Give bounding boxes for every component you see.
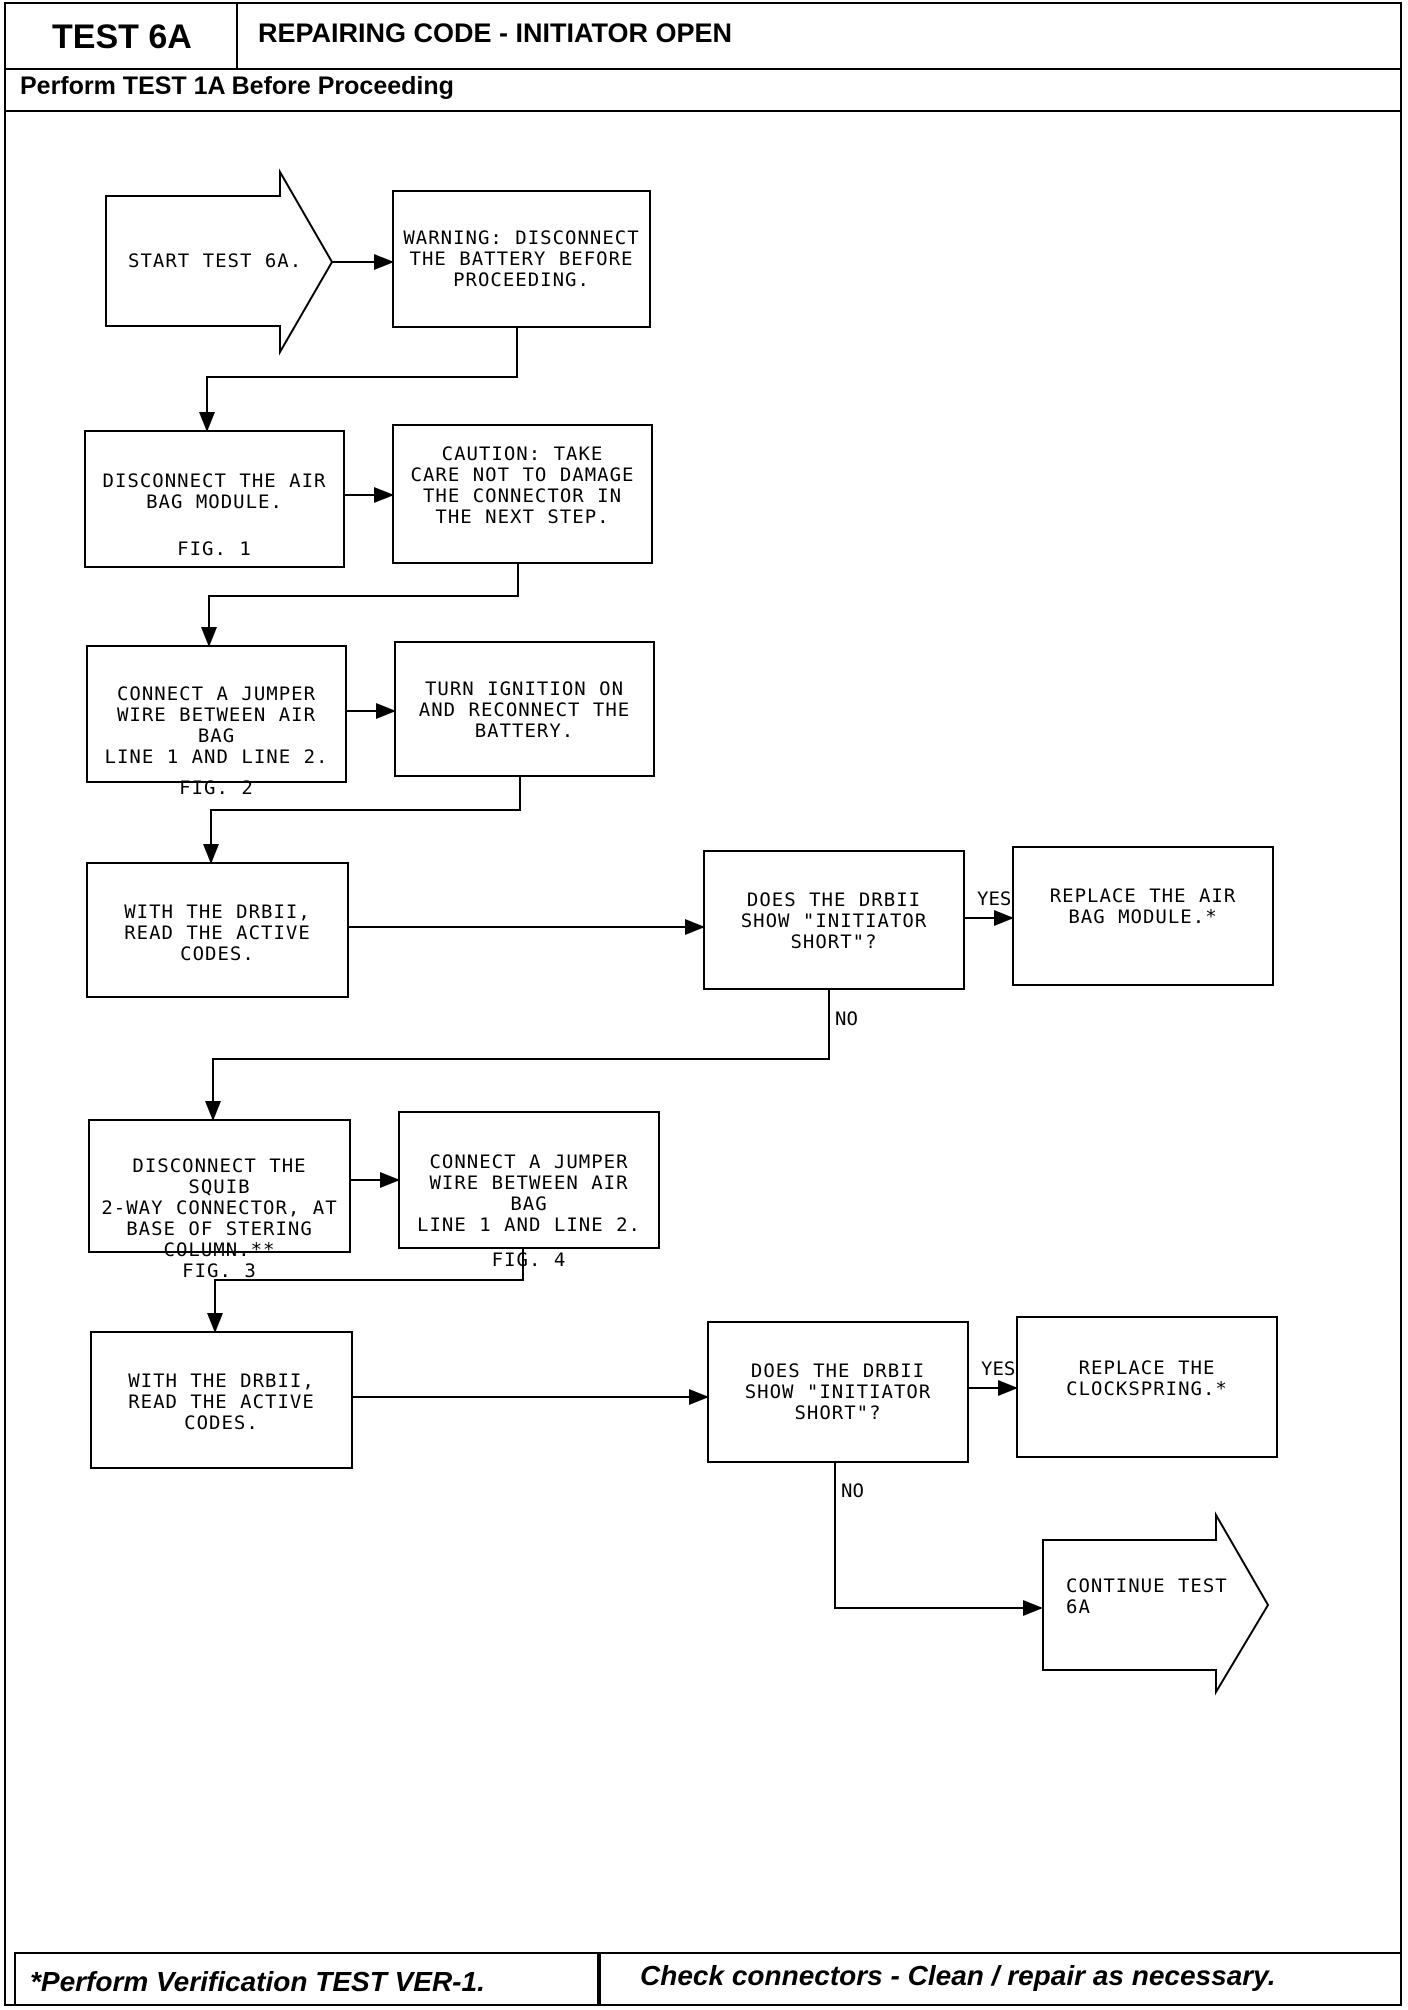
ignition-text: TURN IGNITION ON AND RECONNECT THE BATTE… <box>418 678 631 742</box>
read1-box: WITH THE DRBII, READ THE ACTIVE CODES. <box>86 862 349 998</box>
question1-text: DOES THE DRBII SHOW "INITIATOR SHORT"? <box>740 889 928 953</box>
read2-text: WITH THE DRBII, READ THE ACTIVE CODES. <box>128 1370 315 1434</box>
footer-row <box>14 1952 1402 2006</box>
replace-module-box: REPLACE THE AIR BAG MODULE.* <box>1012 846 1274 986</box>
jumper2-text: CONNECT A JUMPER WIRE BETWEEN AIR BAG LI… <box>417 1151 641 1236</box>
replace-clockspring-box: REPLACE THE CLOCKSPRING.* <box>1016 1316 1278 1458</box>
test-id: TEST 6A <box>52 18 192 56</box>
jumper1-text: CONNECT A JUMPER WIRE BETWEEN AIR BAG LI… <box>104 683 329 768</box>
page-title: REPAIRING CODE - INITIATOR OPEN <box>258 18 733 48</box>
disconnect-module-fig: FIG. 1 <box>177 538 252 560</box>
read1-text: WITH THE DRBII, READ THE ACTIVE CODES. <box>124 901 311 965</box>
ignition-box: TURN IGNITION ON AND RECONNECT THE BATTE… <box>394 641 655 777</box>
no1-label: NO <box>835 1008 858 1030</box>
caution-box: CAUTION: TAKE CARE NOT TO DAMAGE THE CON… <box>392 424 653 564</box>
disconnect-module-box: DISCONNECT THE AIR BAG MODULE. FIG. 1 <box>84 430 345 568</box>
start-label: START TEST 6A. <box>128 250 303 272</box>
jumper1-box: CONNECT A JUMPER WIRE BETWEEN AIR BAG LI… <box>86 645 347 799</box>
disconnect-squib-fig: FIG. 3 <box>182 1260 257 1282</box>
continue-arrow-shape <box>1042 1511 1270 1696</box>
jumper2-box: CONNECT A JUMPER WIRE BETWEEN AIR BAG LI… <box>398 1111 660 1271</box>
footer-verification-note: *Perform Verification TEST VER-1. <box>30 1966 485 1997</box>
question2-box: DOES THE DRBII SHOW "INITIATOR SHORT"? <box>707 1321 969 1463</box>
warning-box: WARNING: DISCONNECT THE BATTERY BEFORE P… <box>392 190 651 328</box>
jumper2-fig: FIG. 4 <box>491 1249 567 1271</box>
prerequisite-row <box>4 68 1402 112</box>
jumper1-fig: FIG. 2 <box>179 777 254 799</box>
replace-module-text: REPLACE THE AIR BAG MODULE.* <box>1049 885 1237 928</box>
no2-label: NO <box>841 1480 864 1502</box>
footer-divider <box>597 1952 601 2006</box>
yes2-label: YES <box>981 1358 1016 1380</box>
warning-text: WARNING: DISCONNECT THE BATTERY BEFORE P… <box>403 227 640 291</box>
read2-box: WITH THE DRBII, READ THE ACTIVE CODES. <box>90 1331 353 1469</box>
continue-label: CONTINUE TEST 6A <box>1066 1575 1228 1618</box>
disconnect-squib-box: DISCONNECT THE SQUIB 2-WAY CONNECTOR, AT… <box>88 1119 351 1282</box>
question1-box: DOES THE DRBII SHOW "INITIATOR SHORT"? <box>703 850 965 990</box>
disconnect-module-text: DISCONNECT THE AIR BAG MODULE. <box>102 470 327 513</box>
prerequisite-text: Perform TEST 1A Before Proceeding <box>20 72 454 100</box>
disconnect-squib-text: DISCONNECT THE SQUIB 2-WAY CONNECTOR, AT… <box>101 1155 338 1261</box>
start-arrow-shape <box>105 168 334 356</box>
yes1-label: YES <box>977 888 1012 910</box>
caution-text: CAUTION: TAKE CARE NOT TO DAMAGE THE CON… <box>410 443 635 528</box>
replace-clockspring-text: REPLACE THE CLOCKSPRING.* <box>1066 1357 1228 1400</box>
question2-text: DOES THE DRBII SHOW "INITIATOR SHORT"? <box>744 1360 932 1424</box>
footer-connector-note: Check connectors - Clean / repair as nec… <box>640 1960 1276 1991</box>
